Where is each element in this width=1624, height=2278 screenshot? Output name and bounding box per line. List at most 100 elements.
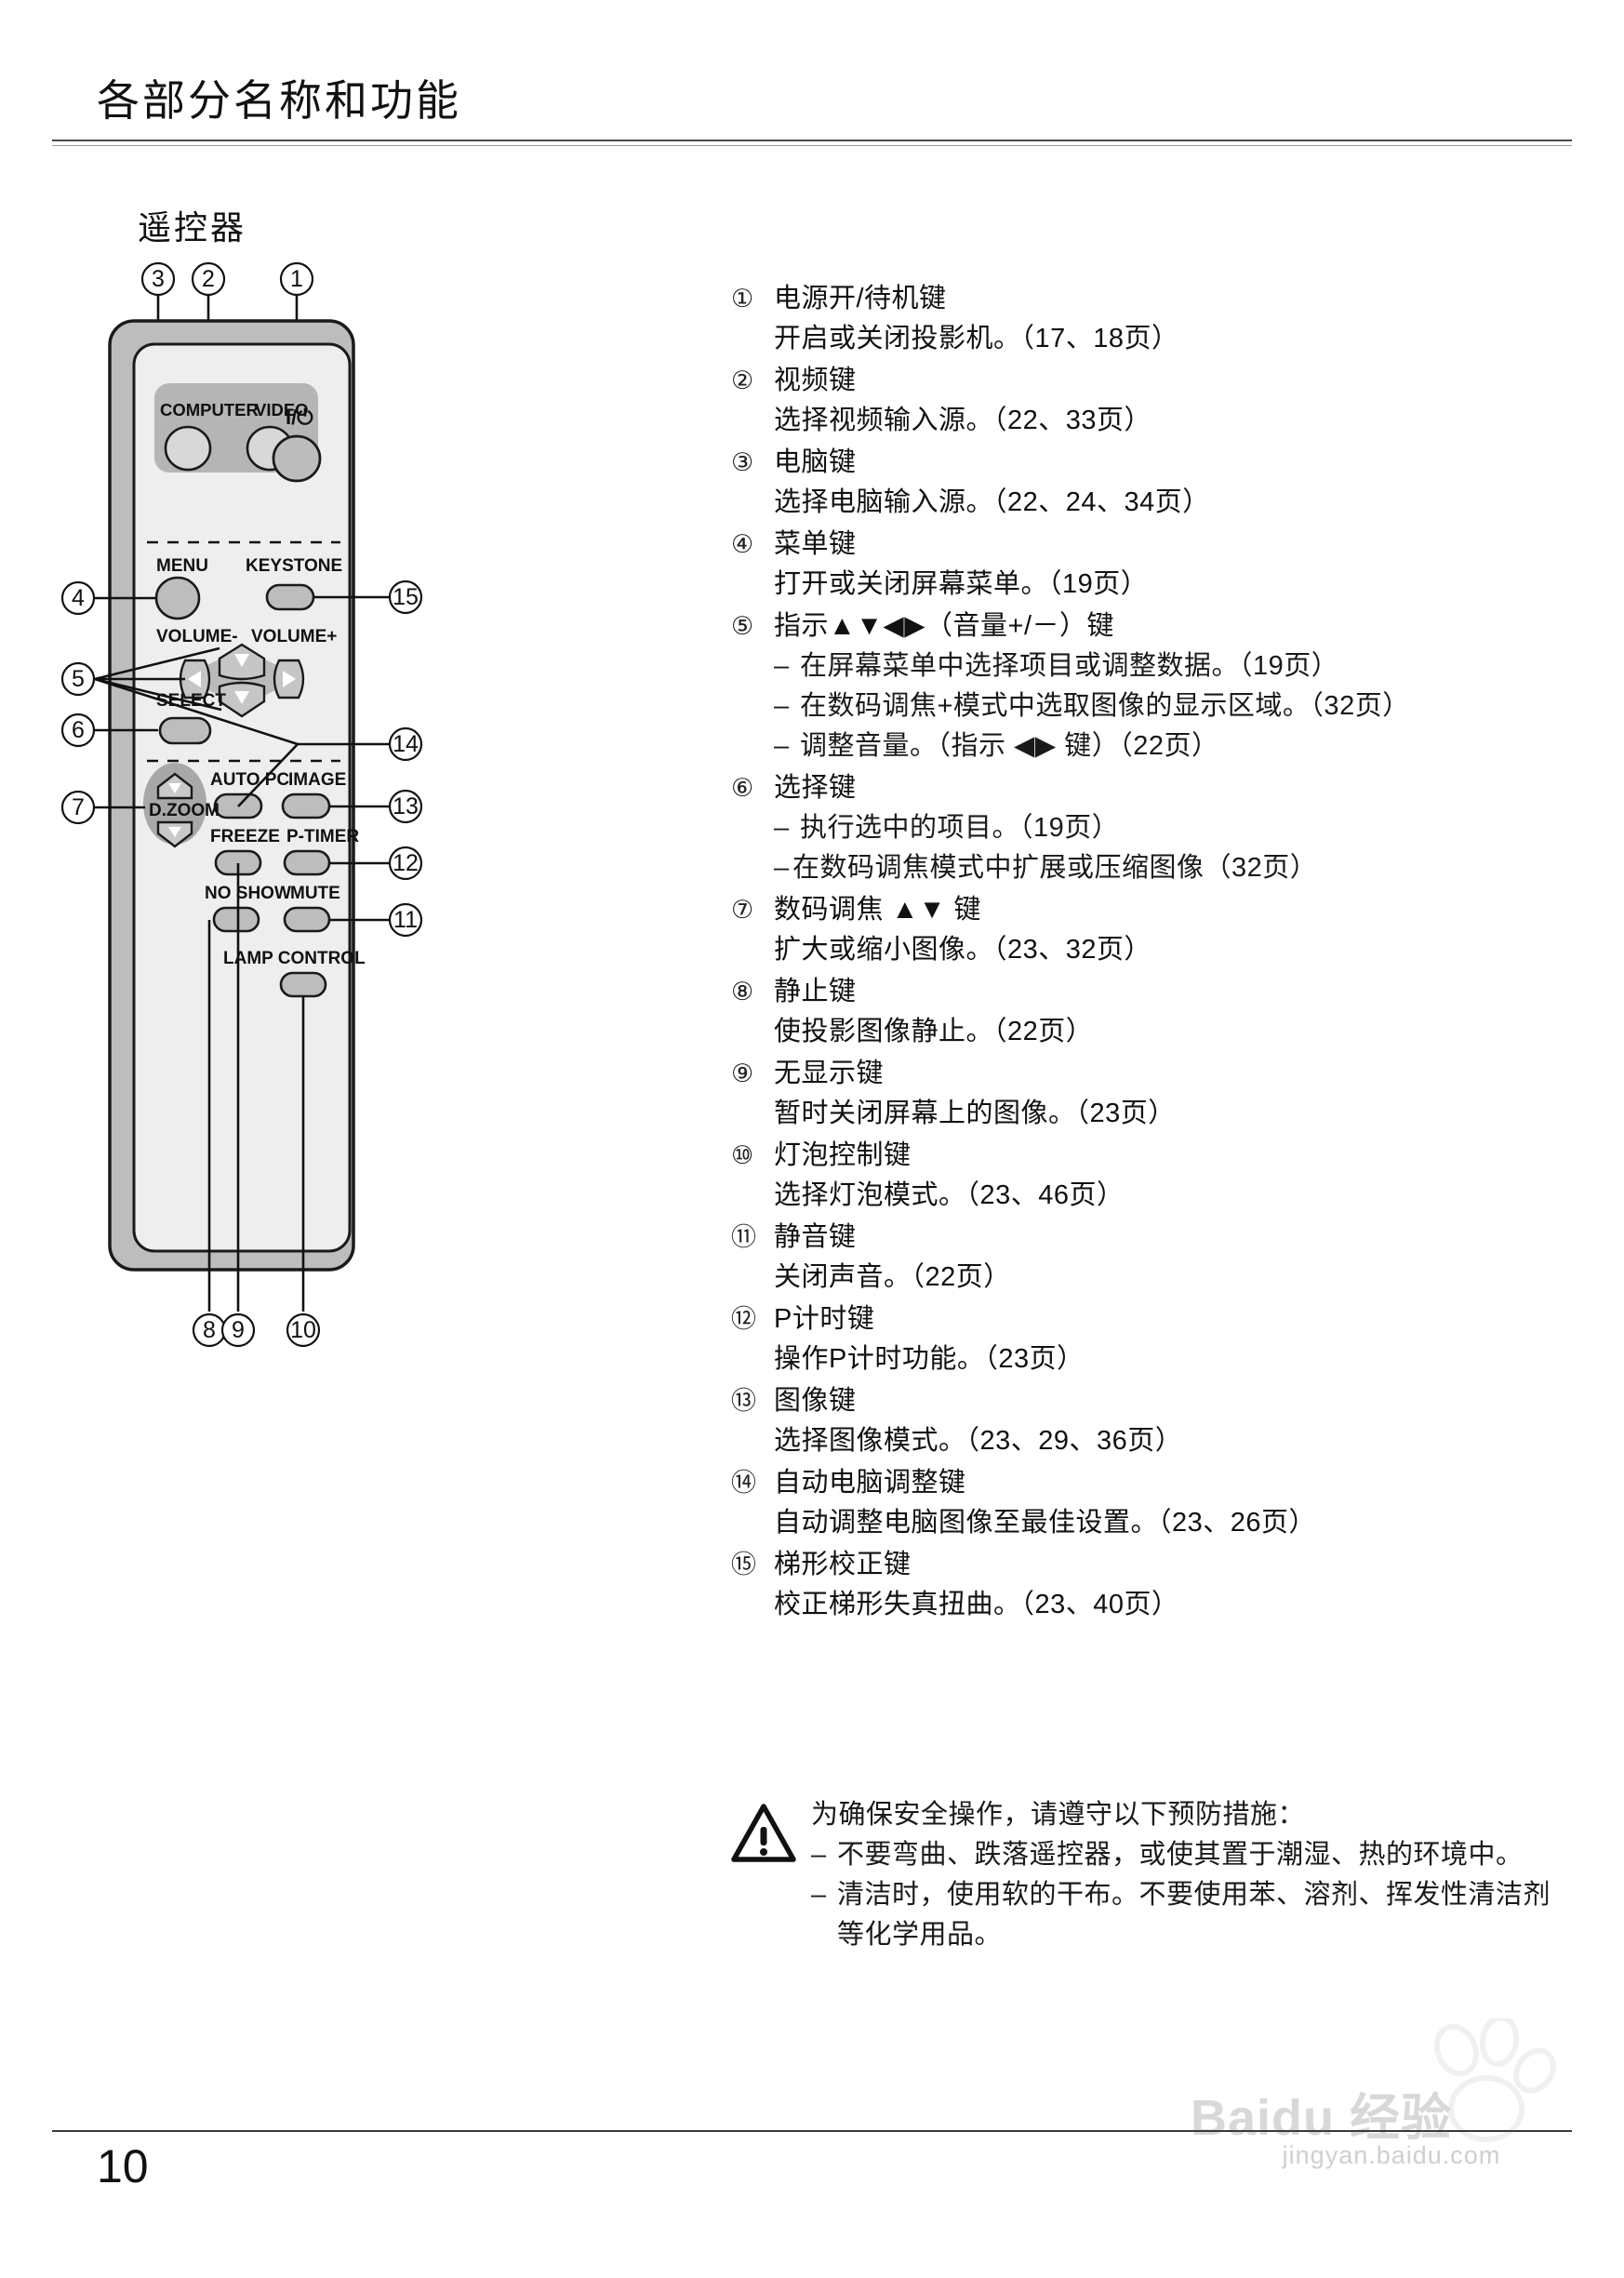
description-item: ⑦ 数码调焦 ▲▼ 键 扩大或缩小图像。（23、32页） bbox=[731, 890, 1587, 970]
footer-divider bbox=[52, 2130, 1572, 2135]
item-description: 使投影图像静止。（22页） bbox=[774, 1017, 1094, 1046]
description-item: ⑭ 自动电脑调整键 自动调整电脑图像至最佳设置。（23、26页） bbox=[731, 1463, 1587, 1543]
page-title: 各部分名称和功能 bbox=[97, 76, 461, 125]
description-item: ⑨ 无显示键 暂时关闭屏幕上的图像。（23页） bbox=[731, 1054, 1587, 1134]
menu-button[interactable] bbox=[154, 576, 201, 620]
item-description: 扩大或缩小图像。（23、32页） bbox=[774, 935, 1152, 965]
description-item: ④ 菜单键 打开或关闭屏幕菜单。（19页） bbox=[731, 525, 1587, 605]
item-title: 电源开/待机键 bbox=[774, 284, 947, 313]
item-description: 选择图像模式。（23、29、36页） bbox=[774, 1426, 1183, 1456]
callout-1-circle bbox=[279, 261, 314, 297]
callout-3-circle bbox=[140, 261, 176, 297]
caution-item: – 清洁时，使用软的干布。不要使用苯、溶剂、挥发性清洁剂等化学用品。 bbox=[811, 1875, 1568, 1955]
callout-15-label: 15 bbox=[393, 584, 419, 610]
callout-leaders-bottom bbox=[207, 863, 305, 1312]
bullet-dash: – bbox=[774, 731, 790, 761]
item-description: 选择视频输入源。（22、33页） bbox=[774, 406, 1152, 435]
item-number: ① bbox=[731, 285, 754, 313]
item-title: 自动电脑调整键 bbox=[774, 1468, 966, 1498]
item-title: 无显示键 bbox=[774, 1059, 885, 1088]
volume-minus-label: VOLUME- bbox=[156, 627, 238, 646]
item-description: 操作P计时功能。（23页） bbox=[774, 1344, 1085, 1374]
callout-2-circle bbox=[191, 261, 226, 297]
description-item: ⑥ 选择键 – 执行选中的项目。（19页） – 在数码调焦模式中扩展或压缩图像（… bbox=[731, 768, 1587, 888]
callout-4-label: 4 bbox=[72, 585, 85, 611]
description-item: ⑩ 灯泡控制键 选择灯泡模式。（23、46页） bbox=[731, 1136, 1587, 1216]
callout-14-circle bbox=[388, 726, 423, 762]
noshow-button[interactable] bbox=[212, 906, 260, 933]
item-title: 视频键 bbox=[774, 366, 857, 395]
bullet-dash: – bbox=[774, 691, 790, 721]
warning-triangle-icon bbox=[731, 1795, 811, 1955]
item-subitem: – 执行选中的项目。（19页） bbox=[774, 808, 1587, 848]
item-title: 电脑键 bbox=[774, 447, 857, 477]
watermark-brand: Baidu 经验 bbox=[1191, 2090, 1453, 2146]
power-button-label: I/⏻ bbox=[286, 406, 313, 429]
header-divider bbox=[52, 140, 1572, 146]
callout-11-circle bbox=[388, 902, 423, 938]
keystone-button[interactable] bbox=[265, 583, 315, 611]
description-item: ⑤ 指示▲▼◀▶（音量+/－）键 – 在屏幕菜单中选择项目或调整数据。（19页）… bbox=[731, 606, 1587, 766]
description-item: ⑪ 静音键 关闭声音。（22页） bbox=[731, 1218, 1587, 1298]
callout-13-circle bbox=[388, 789, 423, 824]
callout-7-circle bbox=[60, 790, 96, 825]
item-title: P计时键 bbox=[774, 1304, 875, 1334]
description-item: ⑫ P计时键 操作P计时功能。（23页） bbox=[731, 1299, 1587, 1379]
item-description: 校正梯形失真扭曲。（23、40页） bbox=[774, 1590, 1179, 1619]
item-number: ④ bbox=[731, 530, 754, 558]
item-number: ⑭ bbox=[731, 1469, 756, 1497]
item-number: ⑤ bbox=[731, 612, 754, 640]
select-button[interactable] bbox=[158, 716, 212, 745]
dzoom-down-arrow-icon bbox=[168, 827, 181, 837]
item-title: 数码调焦 ▲▼ 键 bbox=[774, 895, 982, 925]
point-right-arrow-icon bbox=[283, 671, 296, 687]
item-description: 打开或关闭屏幕菜单。（19页） bbox=[774, 569, 1149, 599]
description-item: ⑮ 梯形校正键 校正梯形失真扭曲。（23、40页） bbox=[731, 1545, 1587, 1625]
ptimer-button-label: P-TIMER bbox=[286, 827, 359, 846]
item-description: 自动调整电脑图像至最佳设置。（23、26页） bbox=[774, 1508, 1317, 1538]
item-number: ⑮ bbox=[731, 1551, 756, 1579]
item-description: 开启或关闭投影机。（17、18页） bbox=[774, 324, 1179, 353]
remote-control-diagram: COMPUTER VIDEO I/⏻ MENU KEYSTONE VOLUME-… bbox=[56, 242, 707, 1805]
subitem-text: 调整音量。（指示 ◀▶ 键）（22页） bbox=[800, 731, 1219, 761]
callout-4-circle bbox=[60, 580, 96, 616]
callout-2-label: 2 bbox=[202, 266, 215, 292]
noshow-button-label: NO SHOW bbox=[205, 884, 291, 903]
bullet-dash: – bbox=[811, 1840, 827, 1870]
page-number: 10 bbox=[97, 2140, 149, 2192]
item-number: ⑬ bbox=[731, 1387, 756, 1415]
ptimer-button[interactable] bbox=[283, 849, 331, 876]
callout-1-label: 1 bbox=[290, 266, 303, 292]
item-number: ⑫ bbox=[731, 1305, 756, 1333]
callout-10-circle bbox=[286, 1312, 321, 1348]
subitem-text: 在屏幕菜单中选择项目或调整数据。（19页） bbox=[800, 651, 1339, 681]
caution-text: 清洁时，使用软的干布。不要使用苯、溶剂、挥发性清洁剂等化学用品。 bbox=[837, 1880, 1551, 1950]
caution-text: 不要弯曲、跌落遥控器，或使其置于潮湿、热的环境中。 bbox=[837, 1840, 1524, 1870]
item-title: 指示▲▼◀▶（音量+/－）键 bbox=[774, 611, 1115, 641]
computer-button[interactable] bbox=[164, 425, 212, 472]
item-subitem: – 调整音量。（指示 ◀▶ 键）（22页） bbox=[774, 726, 1587, 766]
subitem-text: 在数码调焦模式中扩展或压缩图像（32页） bbox=[792, 853, 1318, 883]
item-title: 静止键 bbox=[774, 977, 857, 1006]
image-button[interactable] bbox=[281, 793, 331, 819]
lamp-control-button-label: LAMP CONTROL bbox=[223, 949, 366, 968]
paw-print-icon bbox=[1434, 2018, 1556, 2142]
item-number: ② bbox=[731, 366, 754, 394]
item-title: 静音键 bbox=[774, 1222, 857, 1252]
callout-6-label: 6 bbox=[72, 717, 85, 743]
lamp-control-button[interactable] bbox=[279, 971, 327, 998]
point-down-arrow-icon bbox=[234, 691, 249, 704]
watermark: Baidu 经验 jingyan.baidu.com bbox=[1191, 2018, 1581, 2205]
caution-block: 为确保安全操作，请遵守以下预防措施： – 不要弯曲、跌落遥控器，或使其置于潮湿、… bbox=[731, 1795, 1568, 1955]
item-subitem: – 在数码调焦模式中扩展或压缩图像（32页） bbox=[774, 848, 1587, 888]
subitem-text: 在数码调焦+模式中选取图像的显示区域。（32页） bbox=[800, 691, 1410, 721]
item-description: 选择灯泡模式。（23、46页） bbox=[774, 1180, 1125, 1210]
item-number: ⑨ bbox=[731, 1059, 754, 1087]
item-title: 选择键 bbox=[774, 773, 857, 803]
bullet-dash: – bbox=[811, 1880, 827, 1910]
mute-button[interactable] bbox=[283, 906, 331, 933]
image-button-label: IMAGE bbox=[288, 770, 346, 790]
power-button[interactable] bbox=[272, 434, 322, 483]
callout-5-label: 5 bbox=[72, 666, 85, 692]
